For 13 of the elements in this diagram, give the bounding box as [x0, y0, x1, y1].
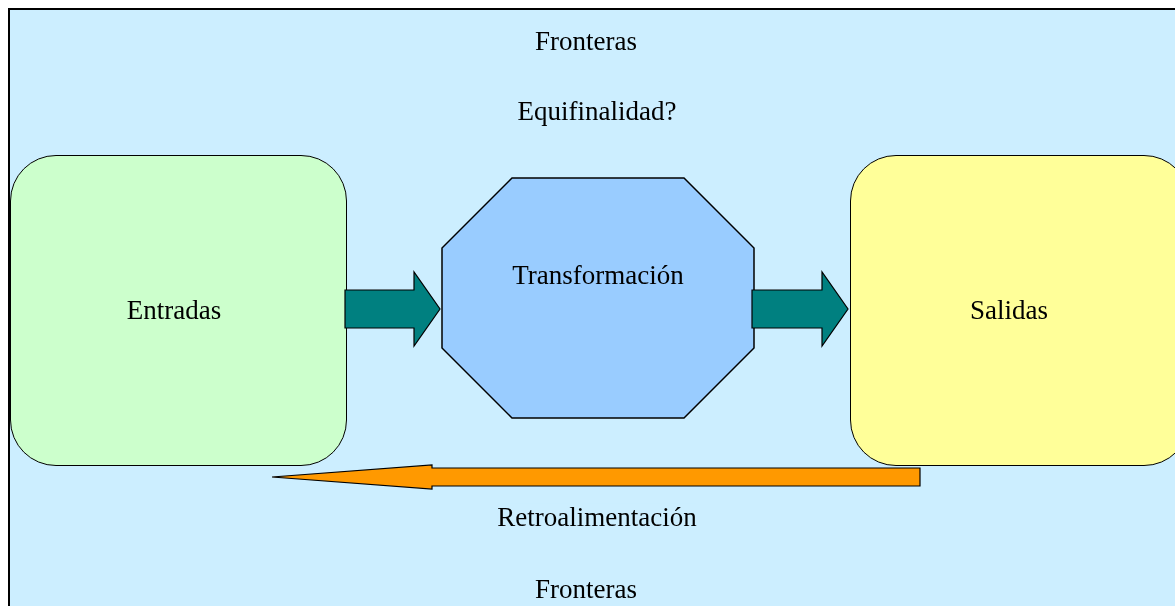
- node-label: Salidas: [970, 296, 1048, 326]
- node-label: Entradas: [126, 296, 222, 326]
- boundary-panel: [8, 8, 1175, 606]
- process-octagon: [442, 178, 754, 418]
- text-label: Equifinalidad?: [517, 97, 677, 127]
- node-label: Fronteras: [535, 27, 637, 57]
- rounded-box: [850, 155, 1175, 466]
- node-label: Transformación: [512, 261, 684, 291]
- block-arrow: [271, 464, 921, 490]
- block-arrow: [751, 270, 849, 348]
- rounded-box: [10, 155, 347, 466]
- node-label: Fronteras: [535, 575, 637, 605]
- block-arrow: [344, 270, 441, 348]
